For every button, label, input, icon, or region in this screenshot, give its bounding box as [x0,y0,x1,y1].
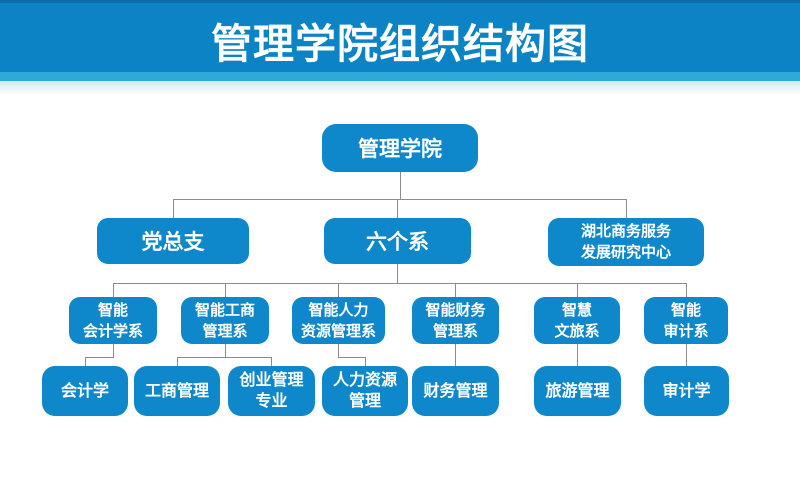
node-intelligent-finance-dept: 智能财务 管理系 [412,297,499,344]
connector-accounting-elbow-v2 [85,357,86,366]
connector-drop-tourism-major [577,344,578,366]
banner-accent-strip [0,72,800,81]
connector-drop-hr-dept [338,283,339,297]
node-intelligent-audit-dept: 智能 审计系 [644,297,728,344]
connector-level3-rail [113,283,687,284]
node-hr-management-major: 人力资源 管理 [322,366,408,416]
node-accounting-major: 会计学 [42,366,128,416]
connector-drop-party [173,199,174,218]
connector-six-drop [397,264,398,283]
node-tourism-management-major: 旅游管理 [534,366,621,416]
node-six-departments: 六个系 [324,218,471,264]
connector-accounting-elbow-h [85,357,114,358]
banner-fade [0,81,800,95]
node-intelligent-business-admin-dept: 智能工商 管理系 [181,297,269,344]
connector-drop-business-major [177,357,178,366]
connector-root-drop [400,172,401,199]
node-intelligent-hr-dept: 智能人力 资源管理系 [292,297,385,344]
connector-level2-rail [173,199,627,200]
connector-hr-elbow-v2 [365,357,366,366]
connector-drop-tourism-dept [577,283,578,297]
node-hubei-business-research-center: 湖北商务服务 发展研究中心 [548,218,704,266]
connector-accounting-elbow-v1 [113,344,114,357]
node-management-college: 管理学院 [322,124,478,172]
connector-drop-center [626,199,627,218]
connector-business-tee-v [225,344,226,357]
node-auditing-major: 审计学 [644,366,729,416]
node-party-general-branch: 党总支 [97,218,249,264]
connector-drop-entrepreneurship-major [271,357,272,366]
connector-hr-elbow-v1 [338,344,339,357]
connector-drop-accounting-dept [113,283,114,297]
connector-drop-business-dept [225,283,226,297]
connector-drop-audit-major [686,344,687,366]
connector-drop-six [397,199,398,218]
connector-hr-elbow-h [338,357,366,358]
node-smart-culture-tourism-dept: 智慧 文旅系 [534,297,620,344]
banner-top-edge [0,0,800,3]
connector-drop-finance-major [455,344,456,366]
connector-drop-finance-dept [455,283,456,297]
node-intelligent-accounting-dept: 智能 会计学系 [69,297,157,344]
connector-drop-audit-dept [686,283,687,297]
node-entrepreneurship-major: 创业管理 专业 [228,366,315,416]
page-title: 管理学院组织结构图 [211,21,589,67]
node-business-admin-major: 工商管理 [134,366,220,416]
connector-business-tee-h [177,357,272,358]
title-banner [0,0,800,72]
node-financial-management-major: 财务管理 [412,366,499,416]
